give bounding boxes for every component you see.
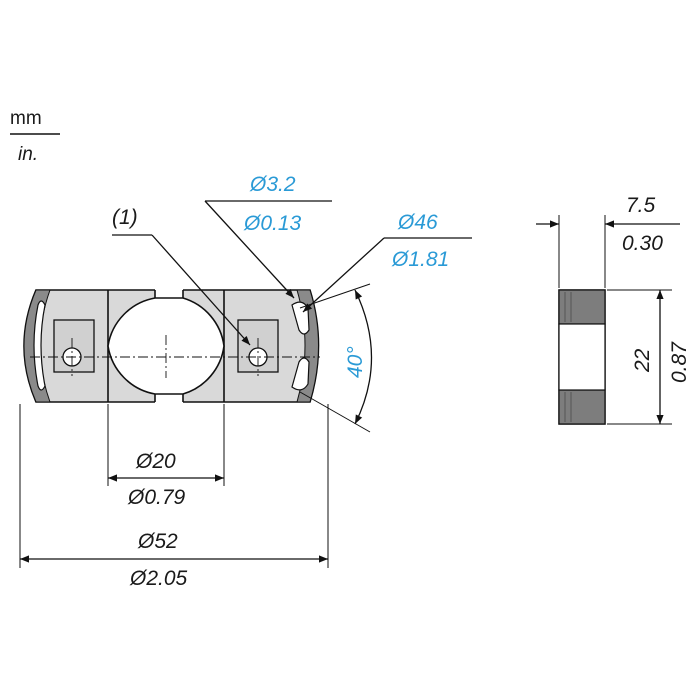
side-middle [558, 323, 606, 391]
outer-dim-mm: Ø52 [137, 530, 178, 553]
bore-dimension: Ø20 Ø0.79 [107, 404, 225, 509]
thickness-dim-in: 0.30 [622, 232, 663, 255]
side-view [558, 289, 606, 425]
hole-dim-in: Ø0.13 [243, 212, 302, 235]
bolt-circle-dimension: Ø46 Ø1.81 [302, 211, 472, 313]
outer-dimension: Ø52 Ø2.05 [19, 404, 329, 590]
bore-dim-in: Ø0.79 [127, 486, 186, 509]
hole-dim-leader [204, 200, 295, 299]
angle-ext-upper [299, 283, 371, 309]
height-dim-mm: 22 [631, 348, 654, 373]
left-slot [33, 300, 46, 391]
bore-dim-mm: Ø20 [135, 450, 176, 473]
unit-inch: in. [18, 144, 38, 165]
angle-arc [354, 289, 373, 425]
hole-dim-mm: Ø3.2 [249, 173, 296, 196]
outer-dim-in: Ø2.05 [129, 567, 188, 590]
bolt-circle-dim-mm: Ø46 [397, 211, 438, 234]
units-legend: mm in. [10, 108, 60, 165]
height-dim-in: 0.87 [668, 341, 691, 383]
front-view [23, 286, 320, 406]
side-top-band [558, 289, 606, 325]
angle-ext-lower [299, 391, 371, 433]
unit-mm: mm [10, 108, 42, 129]
callout-label: (1) [112, 206, 138, 229]
thickness-dim-mm: 7.5 [626, 194, 656, 217]
central-bore [107, 297, 225, 395]
callout-leader [151, 234, 251, 346]
thickness-dimension: 7.5 0.30 [536, 194, 680, 288]
side-bottom-band [558, 389, 606, 425]
angle-value: 40° [344, 346, 367, 378]
right-slot-lower [291, 357, 310, 391]
bolt-circle-dim-in: Ø1.81 [391, 248, 449, 271]
angle-dimension: 40° [299, 283, 373, 433]
bolt-circle-leader [302, 237, 385, 313]
height-dimension: 22 0.87 [607, 289, 691, 425]
callout-1: (1) [112, 206, 251, 346]
hole-dimension: Ø3.2 Ø0.13 [204, 173, 332, 299]
